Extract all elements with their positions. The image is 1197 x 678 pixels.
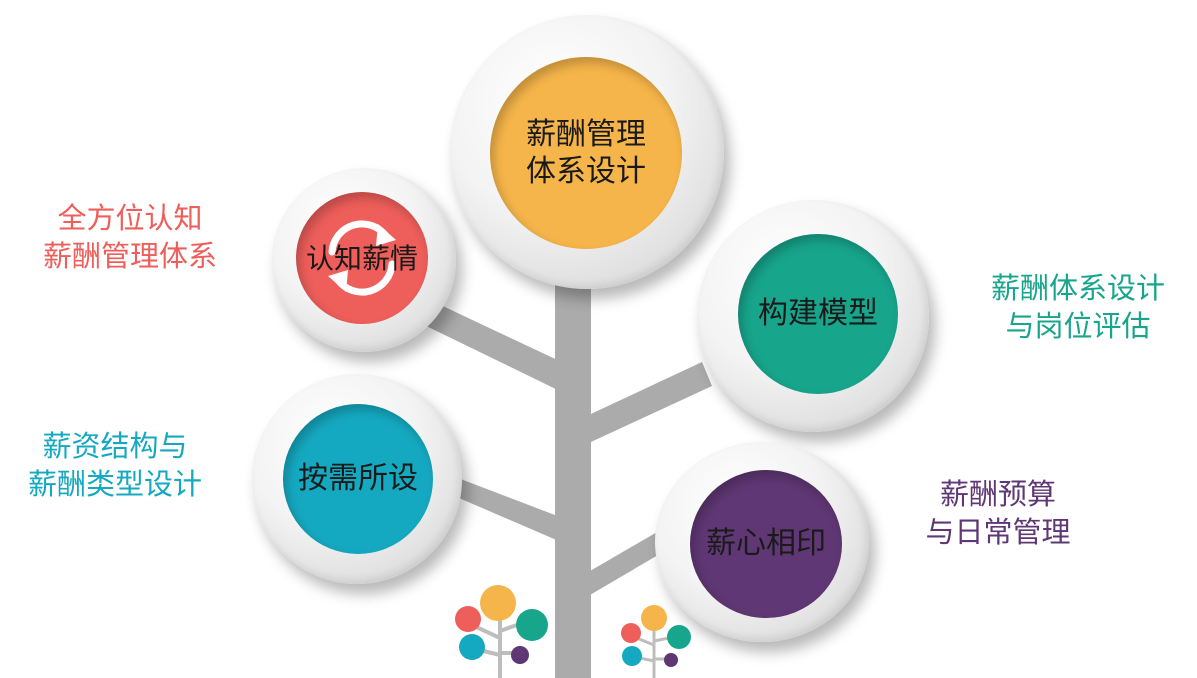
design-desc-line2: 薪酬类型设计 [27,466,202,501]
cognition-desc-line1: 全方位认知 [57,201,203,235]
mini-tree-icon [621,605,691,678]
design-description: 薪资结构与 薪酬类型设计 [5,428,225,503]
center-line1: 薪酬管理 [526,116,646,152]
refresh-icon [328,220,396,296]
bond-desc-line2: 与日常管理 [925,514,1071,549]
model-desc-line2: 与岗位评估 [1005,308,1151,343]
cognition-description: 全方位认知 薪酬管理体系 [10,200,250,275]
model-label: 构建模型 [758,296,878,332]
model-description: 薪酬体系设计 与岗位评估 [968,270,1188,345]
cognition-desc-line2: 薪酬管理体系 [42,238,217,273]
design-node: 按需所设 [283,404,433,554]
cognition-label: 认知薪情 [305,241,418,275]
mini-tree-icon [455,585,548,678]
bond-desc-line1: 薪酬预算 [939,477,1056,511]
center-line2: 体系设计 [526,154,646,189]
bond-description: 薪酬预算 与日常管理 [898,476,1098,551]
design-label: 按需所设 [298,461,418,497]
cognition-node: 认知薪情 [296,192,428,324]
bond-node: 薪心相印 [690,470,842,618]
model-desc-line1: 薪酬体系设计 [990,271,1165,305]
bond-label: 薪心相印 [706,526,826,562]
model-node: 构建模型 [738,234,898,394]
design-desc-line1: 薪资结构与 [42,429,188,463]
center-node: 薪酬管理 体系设计 [490,57,682,249]
